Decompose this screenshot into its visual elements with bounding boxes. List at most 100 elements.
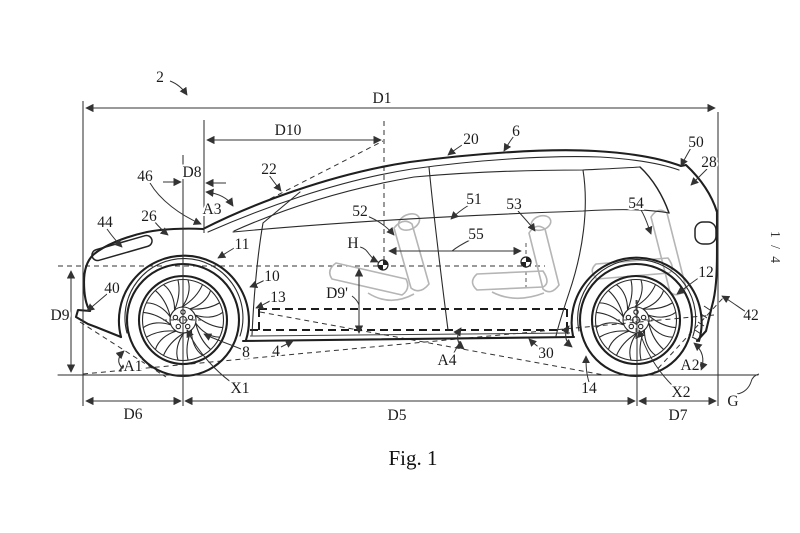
sheet-number: 1 / 4 <box>768 231 783 265</box>
label-g: G <box>727 393 738 410</box>
label-x2: X2 <box>672 384 691 401</box>
angle-a1 <box>115 350 128 373</box>
label-d9-prime: D9' <box>326 285 348 302</box>
label-46: 46 <box>137 168 153 185</box>
leader-53 <box>517 210 536 232</box>
leader-6 <box>503 135 515 152</box>
label-x1: X1 <box>231 380 250 397</box>
label-4: 4 <box>272 343 280 360</box>
leader-51 <box>450 204 470 220</box>
front-wheel-arch-inner <box>124 258 244 337</box>
label-40: 40 <box>104 280 120 297</box>
leader-50 <box>680 145 693 167</box>
front-door-seam <box>251 191 301 336</box>
label-a4: A4 <box>438 352 457 369</box>
leader-30 <box>528 338 542 350</box>
leader-h <box>359 246 379 263</box>
ramp-line-front <box>259 311 605 376</box>
label-d1: D1 <box>373 90 392 107</box>
approach-angle-line <box>79 321 167 378</box>
label-a1: A1 <box>124 358 143 375</box>
leader-55 <box>451 238 473 252</box>
leader-44 <box>106 228 123 248</box>
leader-10 <box>249 278 268 289</box>
leader-2 <box>169 80 188 96</box>
angle-a4-front <box>453 327 465 350</box>
label-8: 8 <box>242 344 250 361</box>
third-row-seat <box>591 209 687 296</box>
label-54: 54 <box>628 195 644 212</box>
construction-lines <box>58 121 724 378</box>
extension-lines <box>66 101 719 406</box>
front-wheel-arch <box>117 254 250 342</box>
leader-d9-prime <box>351 295 360 306</box>
rocker-top-line <box>249 332 571 337</box>
angle-a4-rear <box>561 325 573 348</box>
label-d9: D9 <box>51 307 70 324</box>
rear-hip-point-marker <box>520 256 532 268</box>
leader-8 <box>203 333 242 350</box>
leader-42 <box>721 295 747 313</box>
label-d6: D6 <box>124 406 143 423</box>
floor-battery-outline <box>250 308 568 331</box>
leader-12 <box>676 276 701 295</box>
label-53: 53 <box>506 196 522 213</box>
leader-54 <box>640 209 653 235</box>
rear-wheel-arch <box>570 256 703 343</box>
leader-28 <box>690 168 708 186</box>
label-d7: D7 <box>669 407 688 424</box>
angle-a2 <box>693 342 708 371</box>
angle-a3 <box>205 188 234 207</box>
leader-11 <box>217 246 237 259</box>
leader-4 <box>280 340 294 348</box>
d-pillar-line <box>639 166 670 214</box>
label-12: 12 <box>698 264 714 281</box>
label-h: H <box>347 235 358 252</box>
leader-20 <box>447 142 466 156</box>
figure-caption: Fig. 1 <box>388 446 437 470</box>
label-d5: D5 <box>388 407 407 424</box>
seats <box>328 209 687 302</box>
rocker-bottom-line <box>241 335 576 343</box>
front-seat <box>328 213 430 302</box>
label-a2: A2 <box>681 357 700 374</box>
label-55: 55 <box>468 226 484 243</box>
label-26: 26 <box>141 208 157 225</box>
label-42: 42 <box>743 307 759 324</box>
taillight <box>694 221 717 245</box>
rear-wheel <box>580 264 692 376</box>
b-pillar-seam <box>428 166 449 331</box>
label-d8: D8 <box>183 164 202 181</box>
label-50: 50 <box>688 134 704 151</box>
label-20: 20 <box>463 131 479 148</box>
beltline <box>232 209 670 233</box>
leader-g <box>736 373 760 395</box>
reference-labels: 2 D1 D10 46 D8 22 A3 26 44 20 6 50 28 52… <box>49 67 761 426</box>
leader-26 <box>153 220 169 236</box>
leader-46 <box>149 182 202 225</box>
roof-and-rear-outline <box>201 149 719 343</box>
leader-14 <box>582 355 591 383</box>
label-d10: D10 <box>275 122 302 139</box>
rear-door-seam <box>555 169 586 337</box>
label-30: 30 <box>538 345 554 362</box>
label-2: 2 <box>156 69 164 86</box>
rear-wheel-arch-inner <box>577 258 697 337</box>
front-hip-point-marker <box>377 259 389 271</box>
windshield-tangent-line <box>261 140 384 204</box>
label-22: 22 <box>261 161 277 178</box>
ramp-line-rear <box>82 314 715 375</box>
leader-13 <box>255 299 273 310</box>
label-51: 51 <box>466 191 482 208</box>
label-14: 14 <box>581 380 597 397</box>
leader-40 <box>86 293 108 312</box>
leader-a4 <box>451 340 461 357</box>
label-13: 13 <box>270 289 286 306</box>
roofline-inner <box>207 156 680 233</box>
glasshouse-top-line <box>233 166 641 232</box>
label-a3: A3 <box>203 201 222 218</box>
leader-lines <box>86 80 760 395</box>
label-6: 6 <box>512 123 520 140</box>
